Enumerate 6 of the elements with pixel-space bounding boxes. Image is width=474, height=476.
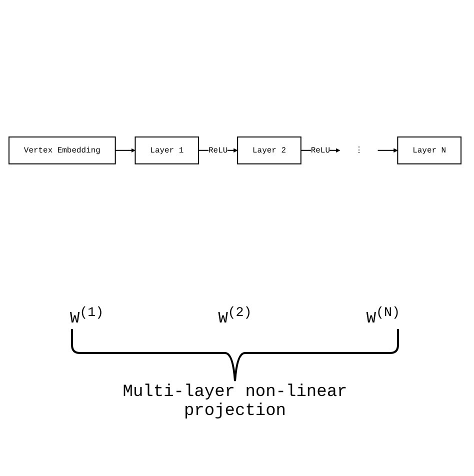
brace-caption: Multi-layer non-linear projection	[122, 383, 348, 422]
arrow	[114, 148, 136, 152]
arrow	[377, 148, 398, 152]
weight-label: W$^{(N)}$	[366, 306, 400, 328]
weight-label: W$^{(2)}$	[218, 306, 252, 328]
weight-label: W$^{(1)}$	[70, 306, 104, 328]
